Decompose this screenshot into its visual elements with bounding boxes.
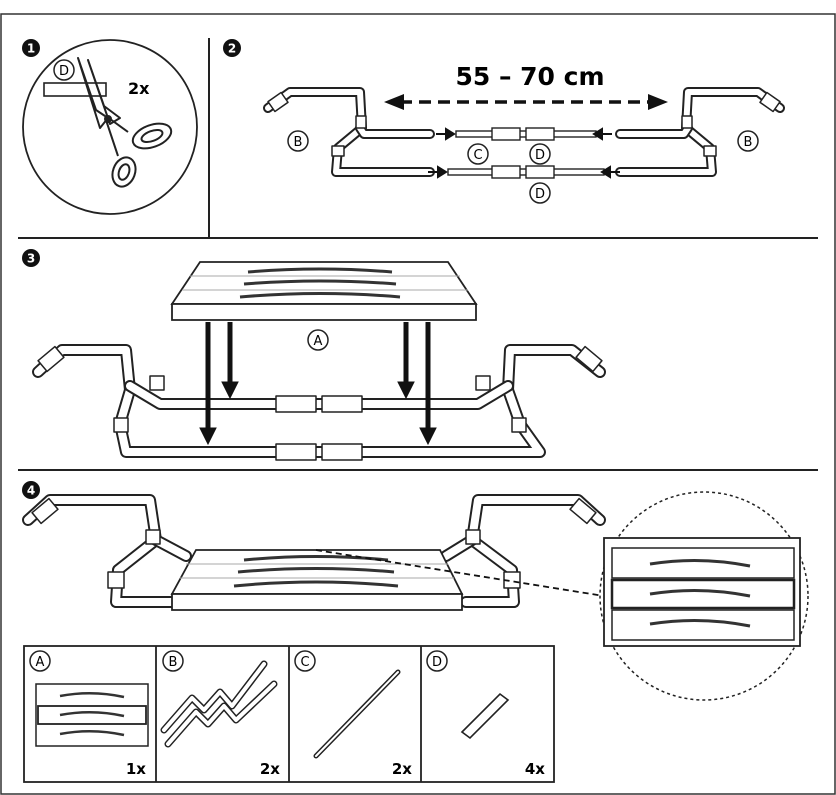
label-text: D	[535, 187, 545, 202]
insert-arrows	[428, 127, 620, 179]
step-4-frame	[22, 494, 606, 608]
step-number-text: 2	[228, 42, 236, 56]
part-cell-c: C 2x	[294, 650, 412, 778]
step-3-panel: 3	[22, 249, 606, 461]
part-letter: A	[36, 655, 45, 670]
label-c: C	[467, 143, 489, 165]
label-left-b: B	[287, 130, 309, 152]
part-quantity: 2x	[392, 760, 412, 778]
zoom-detail	[599, 491, 809, 701]
step-number-2: 2	[223, 39, 241, 57]
installed-seat	[170, 549, 464, 611]
part-quantity: 2x	[260, 760, 280, 778]
part-letter: C	[300, 655, 309, 670]
step-1-quantity: 2x	[128, 79, 150, 98]
label-d-bottom: D	[529, 182, 551, 204]
label-a: A	[307, 329, 329, 351]
label-d-top: D	[529, 143, 551, 165]
detail-circle	[22, 39, 198, 215]
step-number-text: 1	[27, 42, 35, 56]
step-2-panel: 2 55 – 70 cm	[223, 39, 785, 204]
part-quantity: 4x	[525, 760, 545, 778]
distance-arrow-left	[384, 94, 404, 110]
zoom-leader	[315, 549, 605, 597]
step-number-text: 3	[27, 252, 35, 266]
scissors-icon	[77, 57, 173, 188]
right-bracket-b	[615, 87, 785, 177]
part-letter: B	[169, 655, 178, 670]
seat-a	[170, 261, 478, 321]
label-text: B	[744, 135, 753, 150]
parts-table: A 1x B 2x C 2x D	[23, 645, 555, 783]
label-text: B	[294, 135, 303, 150]
label-text: A	[314, 334, 323, 349]
left-bracket-b	[263, 87, 435, 177]
label-right-b: B	[737, 130, 759, 152]
part-cell-a: A 1x	[29, 650, 149, 778]
part-cell-b: B 2x	[160, 650, 280, 778]
distance-arrow-right	[648, 94, 668, 110]
label-text: D	[535, 148, 545, 163]
step-number-3: 3	[22, 249, 40, 267]
part-letter: D	[59, 64, 69, 79]
placement-arrows	[199, 322, 437, 446]
part-label-d: D	[53, 59, 75, 81]
step-3-frame	[32, 344, 606, 461]
label-text: C	[473, 148, 482, 163]
step-number-1: 1	[22, 39, 40, 57]
part-letter: D	[432, 655, 442, 670]
step-4-panel: 4	[22, 481, 809, 701]
step-1-panel: 1 D 2x	[22, 39, 198, 215]
part-quantity: 1x	[126, 760, 146, 778]
step-number-text: 4	[27, 484, 35, 498]
step-number-4: 4	[22, 481, 40, 499]
part-cell-d: D 4x	[426, 650, 545, 778]
distance-label: 55 – 70 cm	[455, 62, 604, 91]
